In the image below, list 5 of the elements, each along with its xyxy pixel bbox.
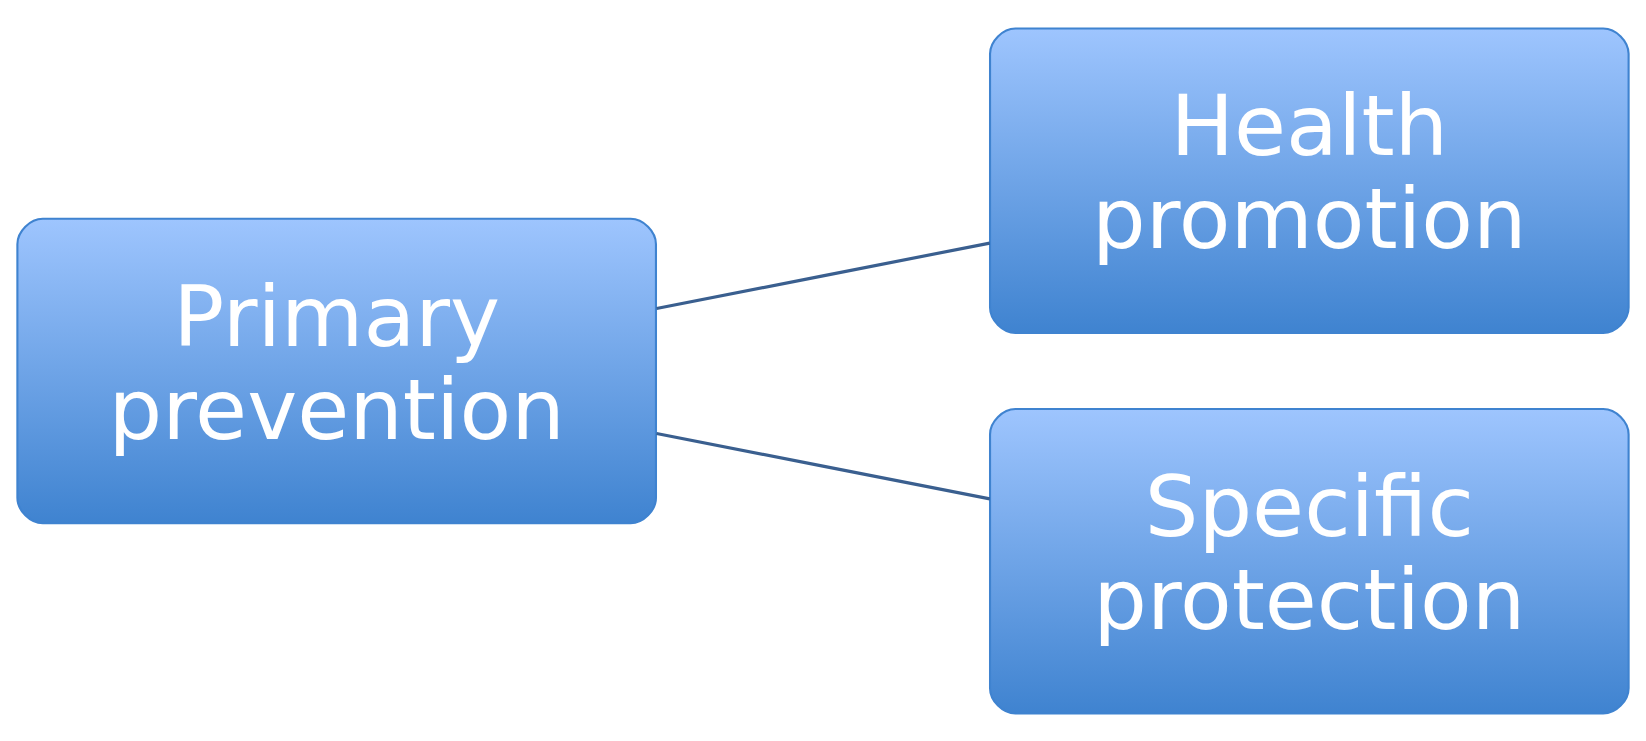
- node-box: Health promotion: [989, 26, 1630, 334]
- node-box: Primary prevention: [16, 217, 657, 524]
- connector: [656, 431, 991, 500]
- connector: [656, 241, 991, 310]
- node-box: Specific protection: [989, 407, 1630, 715]
